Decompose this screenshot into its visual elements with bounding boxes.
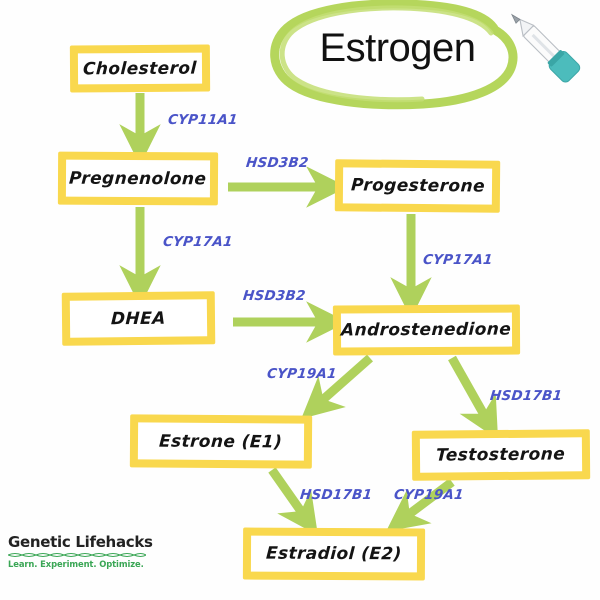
node-label: DHEA: [110, 308, 167, 329]
enzyme-label-cyp17a1-dhea: CYP17A1: [162, 234, 234, 250]
enzyme-label-cyp17a1-andro: CYP17A1: [422, 252, 494, 268]
node-dhea[interactable]: DHEA: [61, 291, 216, 346]
node-progesterone[interactable]: Progesterone: [334, 159, 501, 213]
node-label: Estradiol (E2): [265, 543, 403, 565]
title-area: Estrogen: [270, 0, 520, 110]
enzyme-label-hsd17b1-test: HSD17B1: [489, 388, 563, 404]
node-cholesterol[interactable]: Cholesterol: [69, 44, 211, 93]
node-androstenedione[interactable]: Androstenedione: [332, 304, 521, 356]
arrow-androstenedione-testosterone: [448, 355, 499, 440]
enzyme-label-cyp11a1: CYP11A1: [167, 112, 239, 128]
node-label: Androstenedione: [340, 319, 513, 341]
node-pregnenolone[interactable]: Pregnenolone: [57, 151, 219, 206]
node-label: Testosterone: [435, 444, 566, 466]
node-label: Progesterone: [349, 175, 486, 197]
enzyme-label-cyp19a1-e2: CYP19A1: [393, 487, 465, 503]
marker-circle-icon: [270, 0, 518, 110]
brand-logo: Genetic Lifehacks Learn. Experiment. Opt…: [8, 534, 158, 569]
brand-name: Genetic Lifehacks: [8, 533, 153, 551]
marker-pen-icon: [510, 13, 581, 83]
node-label: Pregnenolone: [68, 168, 208, 189]
enzyme-label-hsd3b2-prog: HSD3B2: [245, 155, 310, 171]
node-estrone[interactable]: Estrone (E1): [129, 414, 313, 469]
page-title: Estrogen: [319, 26, 476, 70]
enzyme-label-hsd3b2-andro: HSD3B2: [242, 288, 307, 304]
brand-tagline: Learn. Experiment. Optimize.: [8, 559, 144, 569]
enzyme-label-hsd17b1-e2: HSD17B1: [299, 487, 373, 503]
node-testosterone[interactable]: Testosterone: [411, 429, 591, 481]
node-label: Cholesterol: [82, 58, 198, 79]
node-label: Estrone (E1): [158, 431, 284, 452]
dna-divider-icon: [8, 553, 146, 557]
enzyme-label-cyp19a1-estrone: CYP19A1: [266, 366, 338, 382]
node-estradiol[interactable]: Estradiol (E2): [242, 527, 426, 581]
